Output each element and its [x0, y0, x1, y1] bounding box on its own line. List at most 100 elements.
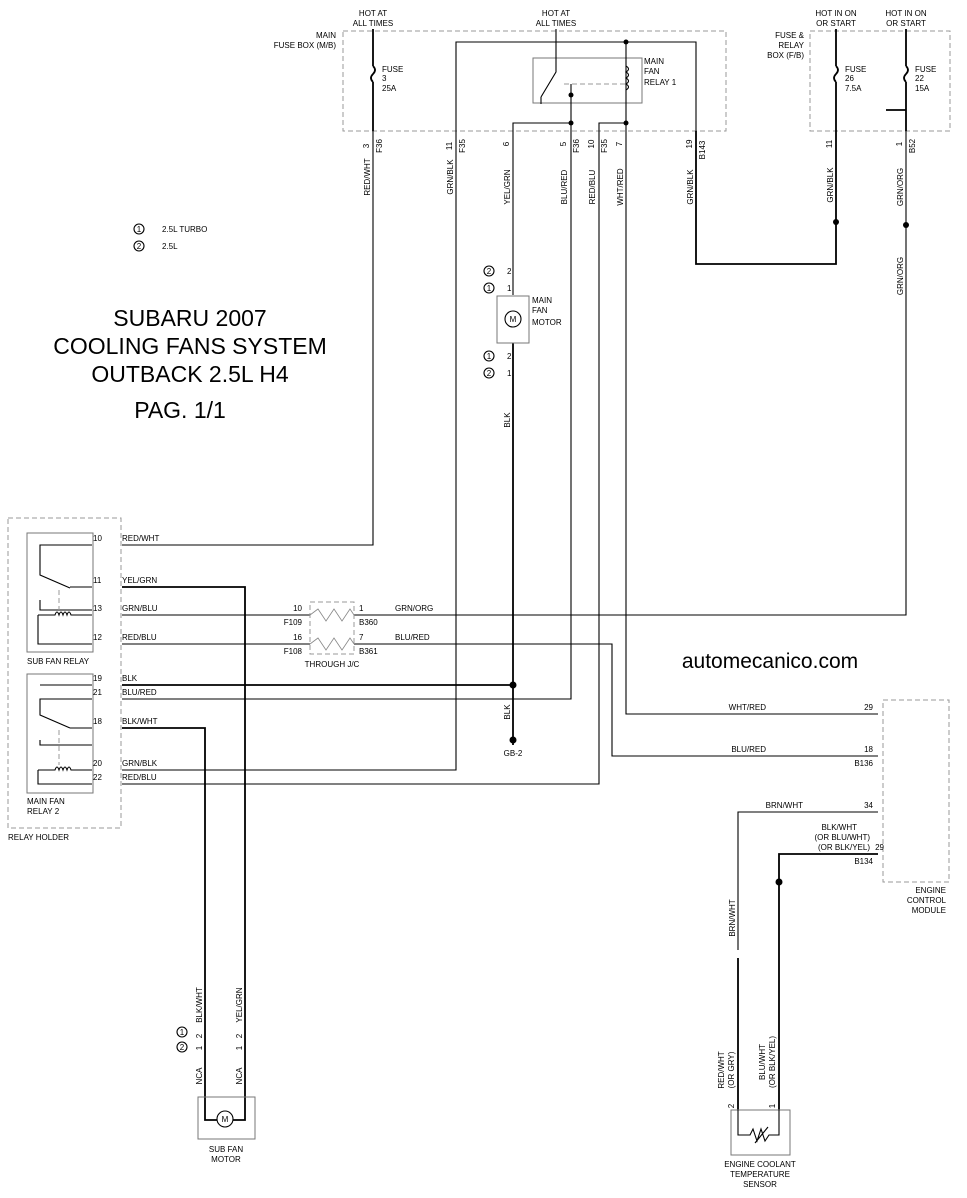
pin-10: 10 [587, 139, 596, 148]
jc-right-conn-1: B360 [359, 618, 378, 627]
relay-wire-22: RED/BLU [122, 773, 157, 782]
mfm-mark-bot-1 [483, 350, 495, 362]
mfm-bot-pin-a: 2 [507, 352, 512, 361]
main-fuse-box-outline [342, 30, 727, 132]
sfm-mark-1 [176, 1026, 188, 1038]
sensor-wire-right-2: (OR BLK/YEL) [768, 1036, 777, 1088]
bus-bar-main [455, 29, 697, 131]
title-line-4: PAG. 1/1 [134, 397, 226, 423]
pin-f1: 1 [895, 141, 904, 146]
splice-grn-blk [833, 219, 839, 225]
wire-blk-wht-sensor [778, 853, 878, 1110]
wire-blu-red-ecm [354, 643, 878, 757]
relay-1-output-wires [512, 122, 626, 131]
ecm-conn-b136: B136 [854, 759, 873, 768]
relay-wire-11: YEL/GRN [122, 576, 157, 585]
main-fan-relay-2-box [26, 673, 94, 794]
sub-relay-switch [39, 544, 92, 611]
pin-3: 3 [362, 143, 371, 148]
conn-b143: B143 [698, 140, 707, 159]
hot-label-2b: ALL TIMES [536, 19, 576, 28]
relay-pin-20: 20 [93, 759, 102, 768]
mfm-motor-letter: M [510, 315, 517, 324]
hot-label-3a: HOT IN ON [815, 9, 856, 18]
legend-mark-circle-2 [133, 240, 145, 252]
relay-pin-11: 11 [93, 576, 102, 585]
wire-label-3: YEL/GRN [503, 169, 512, 204]
fuse-3-label-1: FUSE [382, 65, 403, 74]
ecm-pin-34: 34 [864, 801, 873, 810]
sensor-label-1: ENGINE COOLANT [724, 1160, 796, 1169]
mfm-mark-top-1 [483, 282, 495, 294]
conn-f36-b: F36 [572, 139, 581, 153]
conn-f36-a: F36 [375, 139, 384, 153]
wire-label-10: GRN/ORG [896, 257, 905, 295]
mfm-motor-symbol [504, 310, 522, 328]
relay-1-coil [624, 42, 630, 131]
pin-7: 7 [615, 141, 624, 146]
relay-wire-21: BLU/RED [122, 688, 157, 697]
jc-left-pin-2: 16 [293, 633, 302, 642]
sfm-nca-right: NCA [235, 1067, 244, 1085]
relay-1-label-3: RELAY 1 [644, 78, 677, 87]
relay-1-junction [568, 92, 574, 98]
ecm-label-3: MODULE [912, 906, 946, 915]
sfm-leads [204, 1050, 246, 1121]
sfm-mark-1-text: 1 [180, 1028, 185, 1037]
jc-left-conn-2: F108 [284, 647, 303, 656]
title-line-2: COOLING FANS SYSTEM [53, 333, 327, 359]
title-line-1: SUBARU 2007 [113, 305, 266, 331]
ground-label: GB-2 [504, 749, 523, 758]
ecm-wire-34: BRN/WHT [766, 801, 803, 810]
relay-pin-22: 22 [93, 773, 102, 782]
ecm-pin-18: 18 [864, 745, 873, 754]
main-fuse-box-label-2: FUSE BOX (M/B) [274, 41, 337, 50]
legend-label-1: 2.5L TURBO [162, 225, 207, 234]
mfm-label-2: FAN [532, 306, 548, 315]
relay-holder: RELAY HOLDER SUB FAN RELAY MAIN FAN RELA… [7, 517, 159, 842]
wire-label-5: RED/BLU [588, 169, 597, 204]
wire-wht-red-ecm [625, 131, 878, 715]
sensor-label-3: SENSOR [743, 1180, 777, 1189]
fuse-22-label-1: FUSE [915, 65, 936, 74]
conn-f35-b: F35 [600, 139, 609, 153]
sfm-pin-l-a: 2 [195, 1033, 204, 1038]
ecm-conn-b134: B134 [854, 857, 873, 866]
hot-label-1a: HOT AT [359, 9, 387, 18]
wire-label-8: GRN/BLK [826, 167, 835, 203]
fb-box-outline [809, 30, 951, 132]
fb-box-label-3: BOX (F/B) [767, 51, 804, 60]
sfm-label-1: SUB FAN [209, 1145, 243, 1154]
jc-wire-1: GRN/ORG [395, 604, 433, 613]
fuse-26-label-3: 7.5A [845, 84, 862, 93]
fb-box-label-1: FUSE & [775, 31, 805, 40]
sfm-label-2: MOTOR [211, 1155, 241, 1164]
hot-label-3b: OR START [816, 19, 856, 28]
pin-11: 11 [445, 141, 454, 150]
relay-1-output-junction-1 [568, 120, 574, 126]
relay-wire-20: GRN/BLK [122, 759, 158, 768]
ecm-wire-29: WHT/RED [729, 703, 767, 712]
sub-relay-coil [37, 611, 92, 645]
wire-label-7: GRN/BLK [686, 169, 695, 205]
relay-2-coil [37, 766, 92, 785]
relay-holder-label: RELAY HOLDER [8, 833, 69, 842]
fb-box-label-2: RELAY [778, 41, 804, 50]
mfm-label-3: MOTOR [532, 318, 562, 327]
jc-wire-2: BLU/RED [395, 633, 430, 642]
sfm-nca-left: NCA [195, 1067, 204, 1085]
wire-label-2: GRN/BLK [446, 159, 455, 195]
mfm-box [496, 295, 530, 344]
sfm-box [197, 1096, 256, 1140]
wire-brn-wht [737, 811, 878, 950]
sensor-pin-right: 1 [768, 1103, 777, 1108]
sensor-box [730, 1109, 791, 1156]
relay-holder-outline [7, 517, 122, 829]
relay-1-output-junction-2 [623, 120, 629, 126]
sensor-pin-left: 2 [727, 1103, 736, 1108]
relay-pin-18: 18 [93, 717, 102, 726]
main-fuse-box-label-1: MAIN [316, 31, 336, 40]
mfm-top-pin-b: 1 [507, 284, 512, 293]
mfm-mark-bot-2-text: 2 [487, 369, 492, 378]
wire-grn-blk-b143 [695, 131, 837, 265]
